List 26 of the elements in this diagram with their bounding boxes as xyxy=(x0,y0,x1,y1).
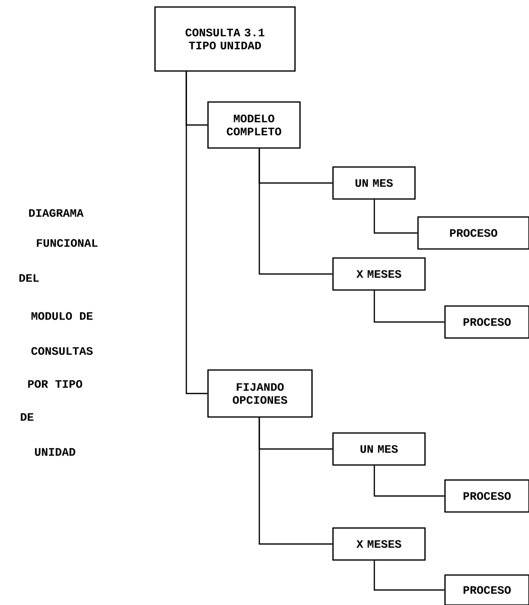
side-title: UNIDAD xyxy=(35,448,76,456)
connector-line xyxy=(258,418,332,545)
process-box: PROCESO xyxy=(444,574,529,605)
side-title: POR TIPO xyxy=(28,380,82,388)
process-box: UN MES xyxy=(332,432,426,466)
side-title: CONSULTAS xyxy=(31,347,93,355)
connector-line xyxy=(374,560,444,591)
process-box: PROCESO xyxy=(417,216,529,250)
connector-line xyxy=(374,466,444,497)
process-box: X MESES xyxy=(332,257,426,291)
process-box: X MESES xyxy=(332,527,426,561)
process-box: UN MES xyxy=(332,166,416,200)
connector-line xyxy=(374,200,418,234)
process-box: PROCESO xyxy=(444,305,529,339)
connector-line xyxy=(258,148,332,275)
side-title: FUNCIONAL xyxy=(36,239,98,247)
side-title: DEL xyxy=(19,274,39,282)
side-title: DIAGRAMA xyxy=(29,209,84,217)
connector-line xyxy=(186,72,208,394)
side-title: DE xyxy=(20,413,34,421)
process-box: MODELO COMPLETO xyxy=(207,101,301,149)
process-box: PROCESO xyxy=(444,479,529,513)
process-box: FIJANDO OPCIONES xyxy=(207,369,313,418)
connector-line xyxy=(374,290,444,323)
process-box: CONSULTA 3.1 TIPO UNIDAD xyxy=(154,6,296,72)
side-title: MODULO DE xyxy=(32,312,93,320)
